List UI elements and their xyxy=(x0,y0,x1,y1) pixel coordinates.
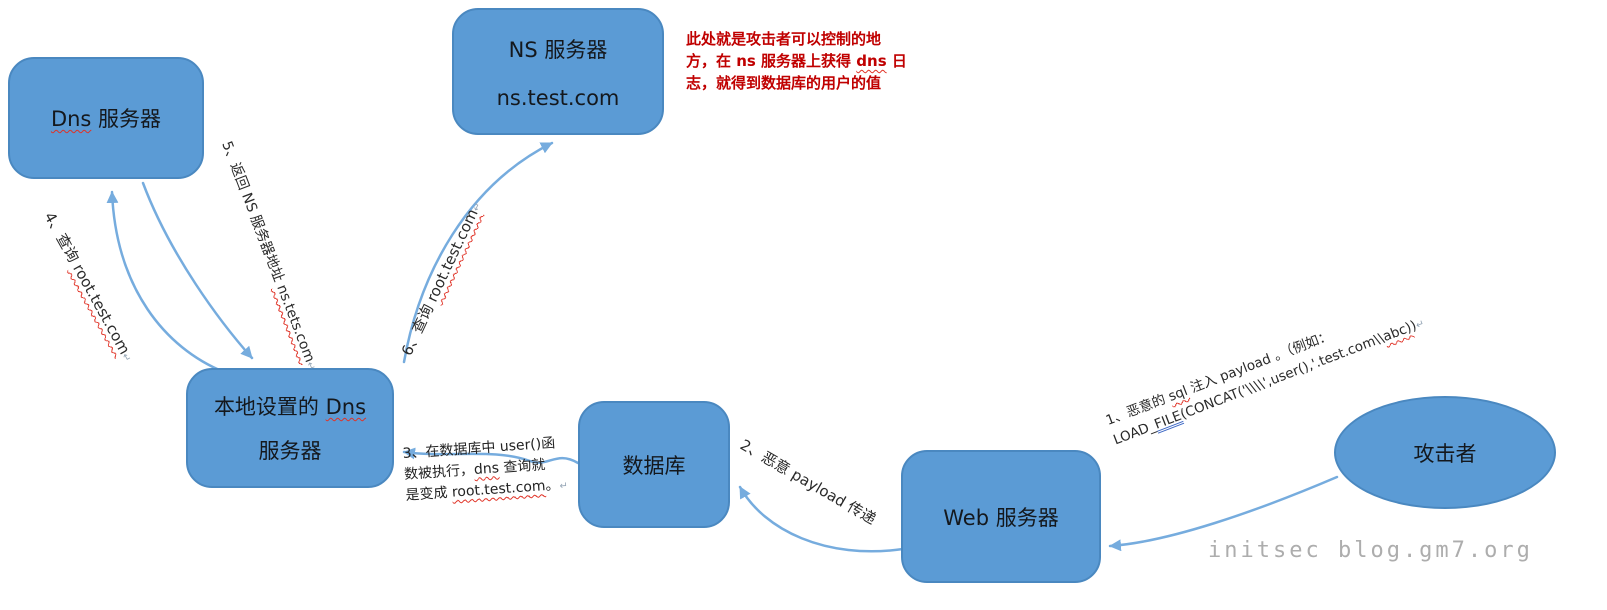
node-web-server[interactable]: Web 服务器 xyxy=(901,450,1101,583)
arrow-step5-return-ns xyxy=(141,181,254,360)
local-dns-label-pre: 本地设置的 xyxy=(213,395,326,419)
node-local-dns-server[interactable]: 本地设置的 Dns 服务器 xyxy=(186,368,394,488)
edge-label-step6: 6、查询 root.test.com↵ xyxy=(396,198,486,359)
step3-dns-wavy: dns xyxy=(473,460,500,479)
local-dns-label-line1: 本地设置的 Dns xyxy=(214,391,366,421)
step3-line2-post: 查询就 xyxy=(498,457,546,477)
watermark: initsec blog.gm7.org xyxy=(1208,538,1533,563)
annotation-line2-pre: 方，在 ns 服务器上获得 xyxy=(686,52,857,71)
local-dns-label-wavy: Dns xyxy=(325,395,367,419)
step3-line2-pre: 数被执行， xyxy=(403,462,475,483)
paragraph-mark-icon: ↵ xyxy=(559,480,569,493)
local-dns-label-line2: 服务器 xyxy=(258,439,322,463)
edge-label-step2: 2、恶意 payload 传递 xyxy=(737,434,881,529)
edge-label-step5: 5、返回 NS 服务器地址 ns.tets.com↵ xyxy=(217,138,323,373)
node-ns-server[interactable]: NS 服务器 ns.test.com xyxy=(452,8,664,135)
annotation-line2: 方，在 ns 服务器上获得 dns 日 xyxy=(686,50,907,72)
step5-domain: ns.tets.com xyxy=(273,282,318,365)
arrow-step1-attacker-to-web xyxy=(1108,475,1339,552)
annotation-line3: 志，就得到数据库的用户的值 xyxy=(686,74,882,93)
node-dns-server[interactable]: Dns 服务器 xyxy=(8,57,204,179)
database-label: 数据库 xyxy=(622,453,686,478)
annotation-line1: 此处就是攻击者可以控制的地 xyxy=(686,30,882,48)
edge-label-step4: 4、查询 root.test.com↵ xyxy=(40,208,140,365)
step4-text: 4、查询 xyxy=(40,208,86,270)
step3-line3-post: 。 xyxy=(544,477,561,495)
ns-server-domain: ns.test.com xyxy=(496,85,620,110)
attacker-label: 攻击者 xyxy=(1413,441,1477,466)
edge-label-step3: 3、在数据库中 user()函 数被执行，dns 查询就 是变成 root.te… xyxy=(402,433,569,507)
step6-text: 6、查询 xyxy=(397,297,440,359)
step5-text: 5、返回 NS 服务器地址 xyxy=(218,139,289,289)
annotation-line2-post: 日 xyxy=(886,52,907,71)
node-database[interactable]: 数据库 xyxy=(578,401,730,528)
dns-server-label-wavy: Dns xyxy=(50,107,92,131)
annotation-dns-wavy: dns xyxy=(856,52,887,71)
step3-domain-wavy: root.test.com xyxy=(451,478,547,501)
step4-domain: root.test.com xyxy=(69,260,134,358)
step6-domain: root.test.com xyxy=(422,206,482,305)
node-attacker[interactable]: 攻击者 xyxy=(1334,396,1556,509)
dns-server-label-rest: 服务器 xyxy=(91,107,162,131)
step2-text: 2、恶意 payload 传递 xyxy=(737,435,880,529)
web-server-label: Web 服务器 xyxy=(943,505,1059,530)
attacker-control-annotation: 此处就是攻击者可以控制的地 方，在 ns 服务器上获得 dns 日 志，就得到数… xyxy=(686,28,907,94)
dns-server-label: Dns 服务器 xyxy=(51,103,161,133)
step3-line3-pre: 是变成 xyxy=(405,484,453,504)
ns-server-title: NS 服务器 xyxy=(508,37,608,62)
